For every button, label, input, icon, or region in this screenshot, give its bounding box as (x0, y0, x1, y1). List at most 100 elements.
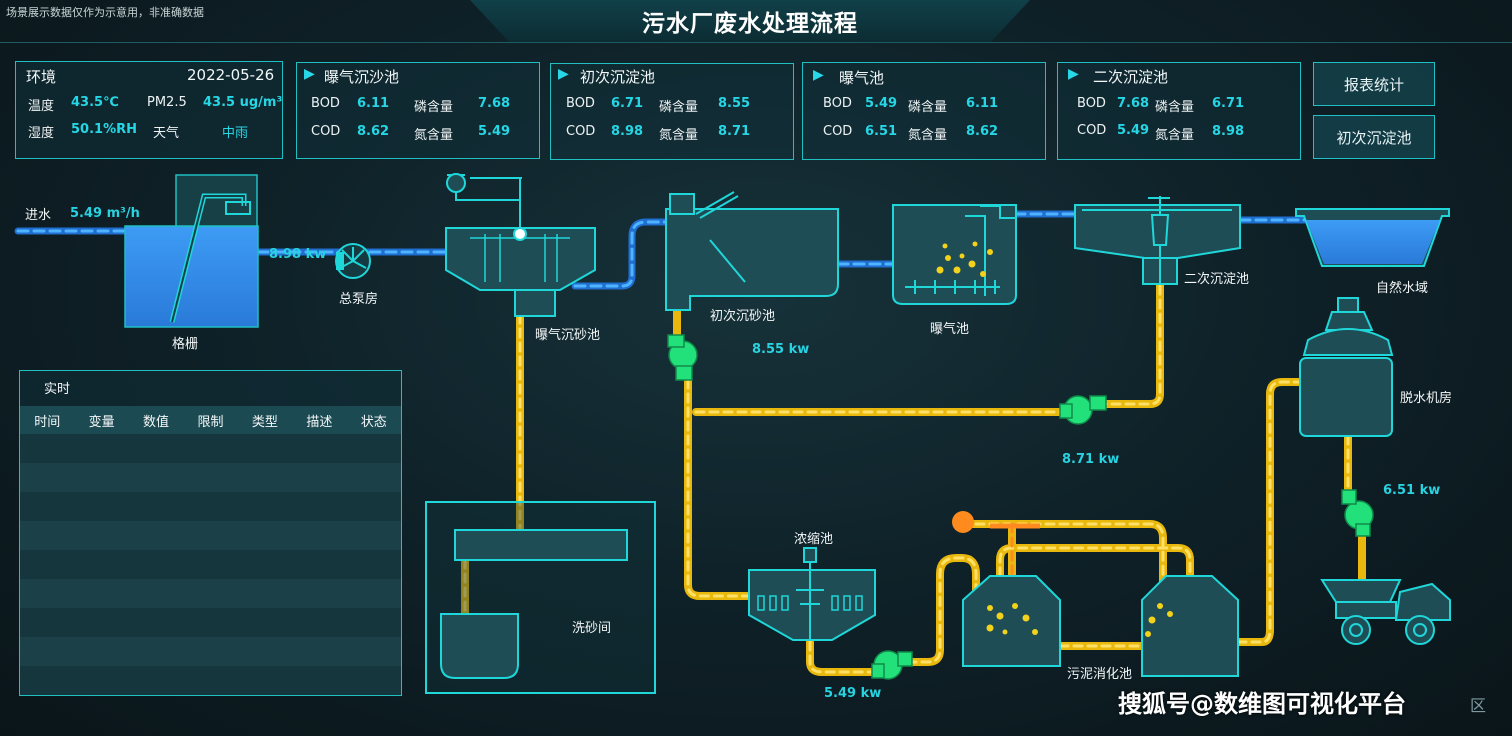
secondary-sedimentation-title: 二次沉淀池 (1093, 68, 1169, 86)
primary-grit-label: 初次沉砂池 (710, 309, 776, 324)
cod-label: COD (1077, 123, 1107, 138)
title-bar (470, 0, 1030, 42)
aeration-tank (892, 204, 1017, 305)
title-divider (0, 42, 1512, 43)
cod-value: 8.62 (357, 124, 390, 139)
play-arrow-icon: ▶ (813, 67, 824, 83)
bod-value: 6.11 (357, 96, 390, 111)
aeration-tank-label: 曝气池 (930, 322, 970, 337)
table-row[interactable] (20, 550, 401, 579)
nitrogen-label: 氮含量 (414, 128, 454, 143)
pump-power-value: 6.51 kw (1383, 483, 1441, 498)
bod-value: 6.71 (611, 96, 644, 111)
phosphorus-label: 磷含量 (908, 100, 948, 115)
environment-date: 2022-05-26 (187, 66, 275, 84)
dewatering-label: 脱水机房 (1400, 391, 1453, 406)
dewatering-house (1299, 297, 1394, 437)
primary-sedimentation-title: 初次沉淀池 (580, 68, 656, 86)
phosphorus-label: 磷含量 (414, 100, 454, 115)
pump-power-value: 8.55 kw (752, 342, 810, 357)
play-arrow-icon: ▶ (304, 66, 315, 82)
cod-label: COD (823, 124, 853, 139)
pump-icon (667, 334, 698, 381)
environment-panel (15, 61, 283, 159)
primary-sedimentation-button[interactable]: 初次沉淀池 (1313, 115, 1435, 159)
bod-label: BOD (566, 96, 595, 111)
cod-label: COD (566, 124, 596, 139)
table-row[interactable] (20, 637, 401, 666)
natural-water-label: 自然水域 (1376, 281, 1429, 296)
disclaimer-note: 场景展示数据仅作为示意用，非准确数据 (6, 6, 204, 19)
nitrogen-label: 氮含量 (659, 128, 699, 143)
digester-valve-icon (952, 511, 974, 533)
grit-chamber-title: 曝气沉沙池 (324, 68, 400, 86)
grit-chamber-panel[interactable] (296, 62, 540, 159)
thickener-label: 浓缩池 (794, 532, 834, 547)
pump-icon (1059, 395, 1107, 425)
page-title: 污水厂废水处理流程 (642, 11, 858, 37)
pump-icon (1341, 489, 1374, 537)
dump-truck (1320, 579, 1451, 645)
phosphorus-value: 7.68 (478, 96, 511, 111)
table-row[interactable] (20, 521, 401, 550)
cod-value: 6.51 (865, 124, 898, 139)
weather-label: 天气 (153, 126, 180, 141)
table-row[interactable] (20, 492, 401, 521)
digester-label: 污泥消化池 (1067, 667, 1133, 682)
primary-sedimentation-panel[interactable] (550, 63, 794, 160)
pm25-label: PM2.5 (147, 95, 187, 110)
pump-house-label: 总泵房 (339, 292, 379, 307)
inlet-label: 进水 (25, 208, 52, 223)
temperature-label: 温度 (28, 99, 55, 114)
nitrogen-value: 8.98 (1212, 124, 1245, 139)
column-header: 变量 (88, 414, 115, 430)
humidity-label: 湿度 (28, 126, 55, 141)
bod-label: BOD (1077, 96, 1106, 111)
pump-icon (871, 650, 913, 680)
environment-label: 环境 (26, 68, 57, 86)
bod-value: 7.68 (1117, 96, 1150, 111)
bod-value: 5.49 (865, 96, 898, 111)
play-arrow-icon: ▶ (1068, 66, 1079, 82)
aerated-grit-label: 曝气沉砂池 (535, 328, 601, 343)
sludge-digester (962, 575, 1239, 677)
sand-washing-room (425, 501, 656, 694)
phosphorus-value: 6.11 (966, 96, 999, 111)
weather-value: 中雨 (222, 126, 249, 141)
nitrogen-label: 氮含量 (1155, 128, 1195, 143)
aeration-tank-panel[interactable] (802, 62, 1046, 160)
pump-house-fan-icon (335, 243, 371, 279)
pm25-value: 43.5 ug/m³ (203, 95, 283, 110)
watermark-tail: 区 (1470, 696, 1487, 715)
table-row[interactable] (20, 608, 401, 637)
realtime-title: 实时 (44, 382, 71, 397)
phosphorus-value: 6.71 (1212, 96, 1245, 111)
primary-grit-tank (665, 191, 839, 311)
report-stats-button[interactable]: 报表统计 (1313, 62, 1435, 106)
nitrogen-label: 氮含量 (908, 128, 948, 143)
thickener-tank (748, 547, 876, 641)
cod-label: COD (311, 124, 341, 139)
phosphorus-label: 磷含量 (1155, 100, 1195, 115)
phosphorus-label: 磷含量 (659, 100, 699, 115)
table-row[interactable] (20, 579, 401, 608)
temperature-value: 43.5℃ (71, 95, 119, 110)
column-header: 时间 (34, 414, 61, 430)
natural-water-body (1295, 208, 1450, 267)
table-row[interactable] (20, 666, 401, 695)
nitrogen-value: 8.62 (966, 124, 999, 139)
nitrogen-value: 5.49 (478, 124, 511, 139)
secondary-sedimentation-panel[interactable] (1057, 62, 1301, 160)
pump-power-value: 5.49 kw (824, 686, 882, 701)
inlet-flow-value: 5.49 m³/h (70, 206, 140, 221)
table-row[interactable] (20, 463, 401, 492)
bod-label: BOD (823, 96, 852, 111)
aeration-tank-title: 曝气池 (839, 69, 885, 87)
cod-value: 5.49 (1117, 123, 1150, 138)
watermark: 搜狐号@数维图可视化平台 (1118, 690, 1406, 718)
column-header: 限制 (197, 414, 224, 430)
humidity-value: 50.1%RH (71, 122, 137, 137)
table-row[interactable] (20, 434, 401, 463)
grid-screen (124, 174, 259, 328)
